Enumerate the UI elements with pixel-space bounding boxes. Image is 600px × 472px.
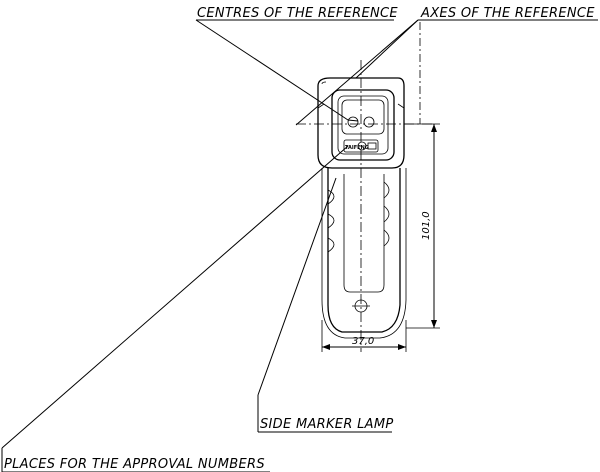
dim-width-arrow-left xyxy=(322,344,330,350)
dimension-height: 101,0 xyxy=(421,211,432,240)
approval-number-plate xyxy=(343,139,379,153)
grip-ridge-left-2 xyxy=(327,213,335,229)
dim-height-arrow-bottom xyxy=(431,320,437,328)
housing-edge-detail-left xyxy=(317,103,325,109)
label-centres-of-reference: CENTRES OF THE REFERENCE xyxy=(197,6,398,21)
reference-centre-left xyxy=(347,116,359,128)
dim-height-arrow-top xyxy=(431,124,437,132)
housing-edge-detail-right xyxy=(397,103,405,109)
leader-axes-2 xyxy=(355,19,419,79)
reference-centre-right xyxy=(363,116,375,128)
approval-mark-circle xyxy=(357,141,367,151)
leader-side-marker-2 xyxy=(257,177,337,396)
leader-axes-1 xyxy=(295,19,419,126)
leader-centres-1 xyxy=(195,19,349,121)
grip-ridge-left-1 xyxy=(327,189,335,205)
dimension-width: 37,0 xyxy=(352,336,374,347)
leader-centres-2 xyxy=(347,119,359,122)
lamp-head-housing xyxy=(317,77,405,169)
grip-ridge-right-3 xyxy=(383,229,390,247)
lamp-arm-outer-edge xyxy=(321,168,407,339)
grip-ridge-right-1 xyxy=(383,181,390,199)
lens-frame xyxy=(331,89,395,161)
grip-ridge-left-3 xyxy=(327,237,335,253)
label-axes-of-reference: AXES OF THE REFERENCE xyxy=(420,6,595,21)
label-approval-numbers: PLACES FOR THE APPROVAL NUMBERS xyxy=(4,457,265,472)
leader-approval-1 xyxy=(1,145,349,449)
lamp-arm-outline xyxy=(327,168,401,333)
lamp-marking-text: TAIFENG xyxy=(345,145,369,151)
grip-ridge-right-2 xyxy=(383,205,390,223)
housing-corner-detail xyxy=(321,81,327,85)
approval-mark-box xyxy=(367,142,377,150)
dim-width-arrow-right xyxy=(398,344,406,350)
lamp-arm-inner-slot xyxy=(343,174,385,293)
lens-window xyxy=(341,99,385,135)
lens-inner-frame xyxy=(337,95,389,155)
label-side-marker-lamp: SIDE MARKER LAMP xyxy=(260,417,393,432)
